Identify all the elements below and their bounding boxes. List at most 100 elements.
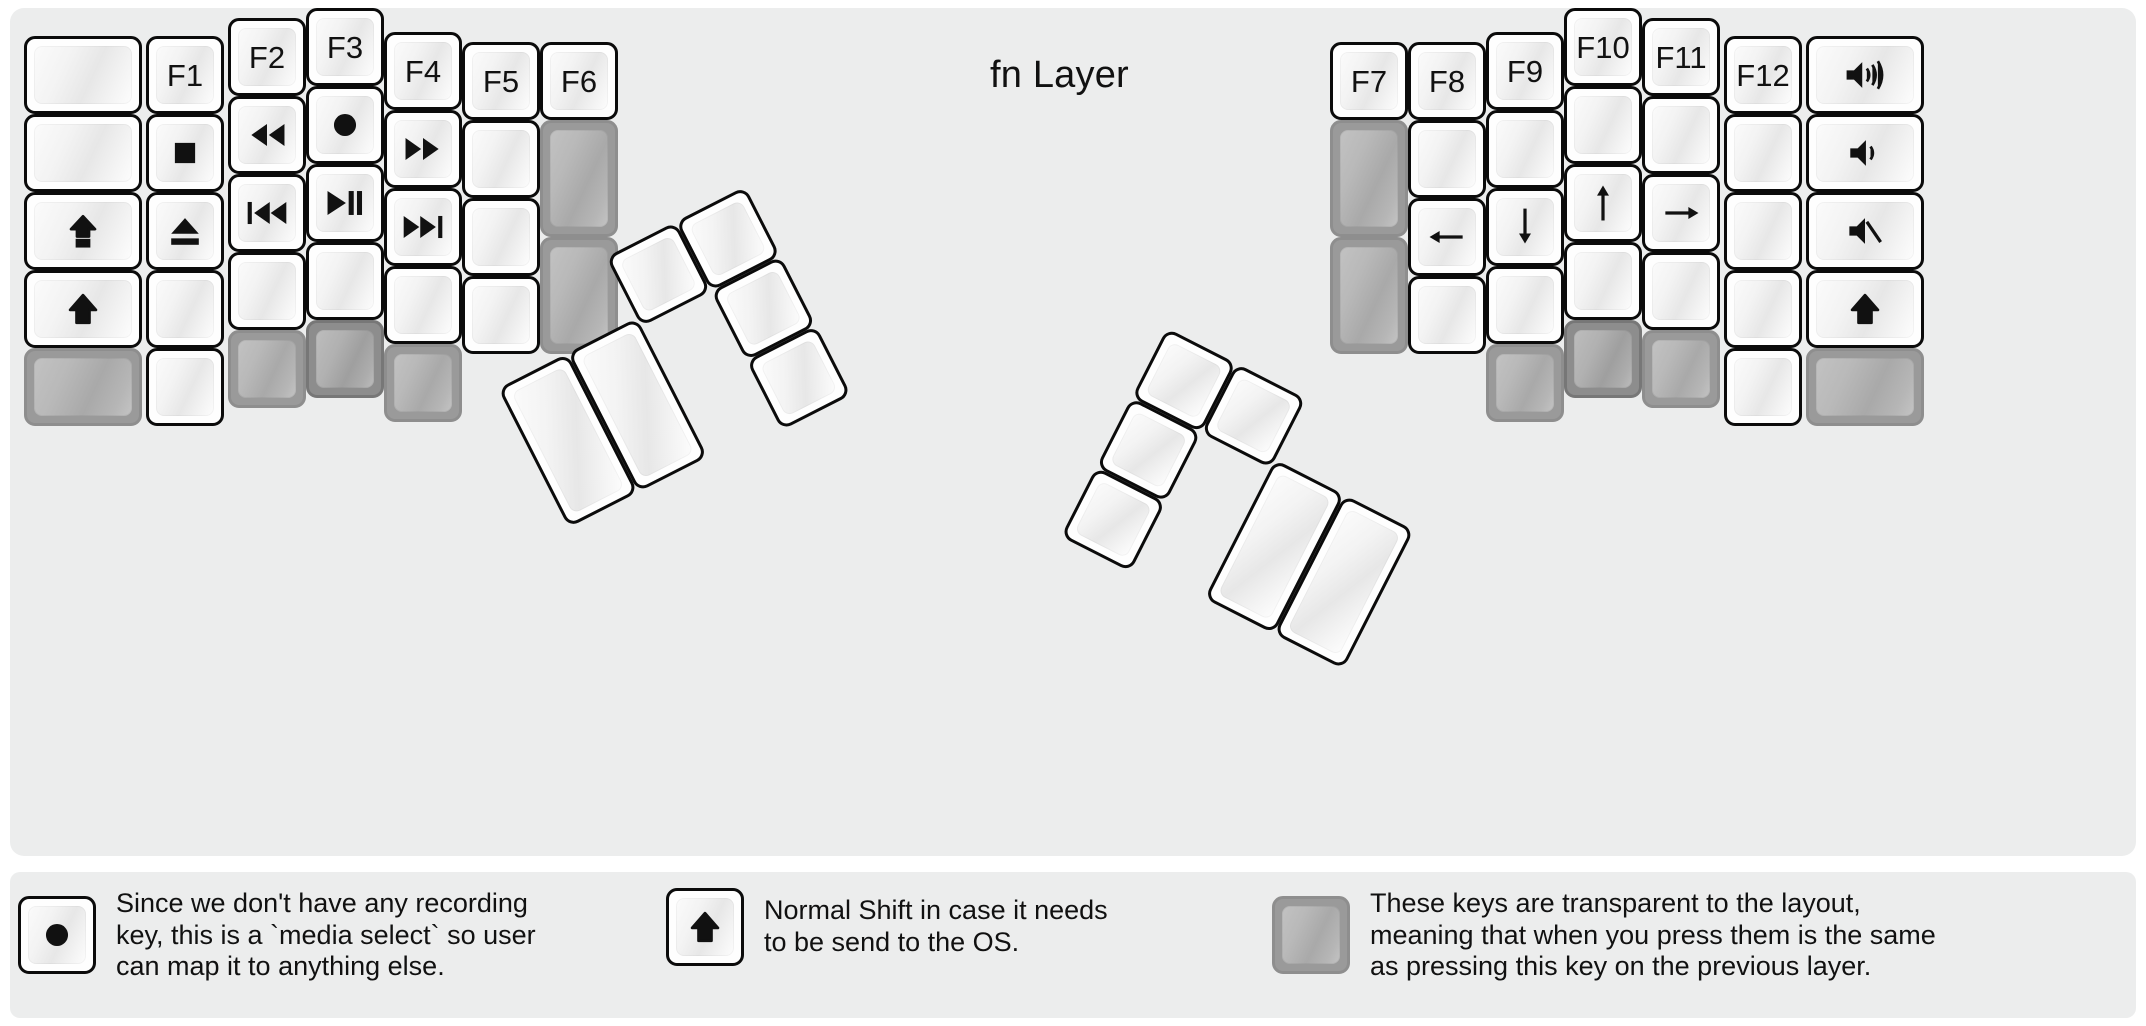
left-col-index-5[interactable] bbox=[384, 344, 462, 422]
right-col-middle-r-2[interactable] bbox=[1564, 86, 1642, 164]
right-col-pinky-r-2[interactable] bbox=[1724, 114, 1802, 192]
key-cap bbox=[1282, 906, 1340, 965]
left-col-index-4[interactable] bbox=[384, 266, 462, 344]
left-col-inner1-3[interactable] bbox=[462, 198, 540, 276]
key-legend: F1 bbox=[166, 57, 204, 93]
right-col-index-r-1[interactable]: F9 bbox=[1486, 32, 1564, 110]
right-col-ring-r-1[interactable]: F11 bbox=[1642, 18, 1720, 96]
right-col-middle-r-3[interactable] bbox=[1564, 164, 1642, 242]
key-legend: F11 bbox=[1655, 39, 1707, 75]
left-col-pinky-outer-4[interactable] bbox=[24, 270, 142, 348]
left-col-inner2-1[interactable]: F6 bbox=[540, 42, 618, 120]
key-legend bbox=[231, 333, 303, 405]
key-cap bbox=[156, 358, 214, 416]
key-legend bbox=[1727, 351, 1799, 423]
right-col-pinky-outer-r-5[interactable] bbox=[1806, 348, 1924, 426]
key-cap bbox=[550, 130, 608, 227]
key-cap bbox=[1816, 46, 1914, 104]
media-rewind-icon bbox=[231, 99, 303, 171]
left-col-pinky-1[interactable]: F1 bbox=[146, 36, 224, 114]
key-legend bbox=[1809, 351, 1921, 423]
right-col-middle-r-4[interactable] bbox=[1564, 242, 1642, 320]
right-col-inner1-r-3[interactable] bbox=[1408, 198, 1486, 276]
left-col-middle-2[interactable] bbox=[306, 86, 384, 164]
right-col-inner2-r-1[interactable]: F7 bbox=[1330, 42, 1408, 120]
right-col-pinky-r-5[interactable] bbox=[1724, 348, 1802, 426]
key-cap bbox=[316, 330, 374, 388]
right-col-middle-r-5[interactable] bbox=[1564, 320, 1642, 398]
right-col-pinky-r-4[interactable] bbox=[1724, 270, 1802, 348]
right-col-pinky-outer-r-1[interactable] bbox=[1806, 36, 1924, 114]
left-col-index-1[interactable]: F4 bbox=[384, 32, 462, 110]
right-col-index-r-3[interactable] bbox=[1486, 188, 1564, 266]
right-col-pinky-r-3[interactable] bbox=[1724, 192, 1802, 270]
key-cap bbox=[238, 340, 296, 398]
shift-arrow-icon bbox=[669, 891, 741, 963]
right-col-inner2-r-3[interactable] bbox=[1330, 237, 1408, 354]
key-legend: F2 bbox=[248, 39, 286, 75]
right-col-ring-r-5[interactable] bbox=[1642, 330, 1720, 408]
right-col-pinky-r-1[interactable]: F12 bbox=[1724, 36, 1802, 114]
key-cap bbox=[1418, 286, 1476, 344]
left-col-pinky-outer-3[interactable] bbox=[24, 192, 142, 270]
legend-item-3: These keys are transparent to the layout… bbox=[1272, 888, 1936, 983]
left-col-inner1-1[interactable]: F5 bbox=[462, 42, 540, 120]
right-col-index-r-5[interactable] bbox=[1486, 344, 1564, 422]
legend-text-3: These keys are transparent to the layout… bbox=[1370, 888, 1936, 982]
right-col-ring-r-3[interactable] bbox=[1642, 174, 1720, 252]
left-col-inner1-4[interactable] bbox=[462, 276, 540, 354]
key-legend bbox=[1727, 273, 1799, 345]
key-cap bbox=[238, 262, 296, 320]
right-col-pinky-outer-r-4[interactable] bbox=[1806, 270, 1924, 348]
key-legend bbox=[1645, 333, 1717, 405]
key-legend bbox=[1489, 347, 1561, 419]
right-col-pinky-outer-r-2[interactable] bbox=[1806, 114, 1924, 192]
right-col-index-r-4[interactable] bbox=[1486, 266, 1564, 344]
legend-key-3[interactable] bbox=[1272, 896, 1350, 975]
left-col-pinky-4[interactable] bbox=[146, 270, 224, 348]
left-col-pinky-3[interactable] bbox=[146, 192, 224, 270]
left-col-index-3[interactable] bbox=[384, 188, 462, 266]
right-col-ring-r-4[interactable] bbox=[1642, 252, 1720, 330]
left-col-index-2[interactable] bbox=[384, 110, 462, 188]
right-col-pinky-outer-r-3[interactable] bbox=[1806, 192, 1924, 270]
left-col-middle-1[interactable]: F3 bbox=[306, 8, 384, 86]
key-legend: F4 bbox=[404, 53, 442, 89]
legend-text-2: Normal Shift in case it needs to be send… bbox=[764, 895, 1108, 957]
right-col-middle-r-1[interactable]: F10 bbox=[1564, 8, 1642, 86]
key-legend bbox=[27, 351, 139, 423]
media-record-icon bbox=[309, 89, 381, 161]
right-col-index-r-2[interactable] bbox=[1486, 110, 1564, 188]
left-col-inner2-2[interactable] bbox=[540, 120, 618, 237]
right-col-ring-r-2[interactable] bbox=[1642, 96, 1720, 174]
left-col-inner2-3[interactable] bbox=[540, 237, 618, 354]
right-col-inner1-r-4[interactable] bbox=[1408, 276, 1486, 354]
left-col-inner1-2[interactable] bbox=[462, 120, 540, 198]
left-col-pinky-outer-1[interactable] bbox=[24, 36, 142, 114]
left-col-middle-3[interactable] bbox=[306, 164, 384, 242]
volume-up-icon bbox=[1809, 39, 1921, 111]
arrow-down-icon bbox=[1489, 191, 1561, 263]
right-col-inner1-r-2[interactable] bbox=[1408, 120, 1486, 198]
right-col-inner1-r-1[interactable]: F8 bbox=[1408, 42, 1486, 120]
left-col-ring-1[interactable]: F2 bbox=[228, 18, 306, 96]
key-legend bbox=[1567, 245, 1639, 317]
key-cap bbox=[1496, 120, 1554, 178]
left-col-ring-2[interactable] bbox=[228, 96, 306, 174]
volume-down-icon bbox=[1809, 117, 1921, 189]
left-col-pinky-outer-2[interactable] bbox=[24, 114, 142, 192]
left-col-pinky-outer-5[interactable] bbox=[24, 348, 142, 426]
left-col-ring-3[interactable] bbox=[228, 174, 306, 252]
key-cap bbox=[1574, 330, 1632, 388]
left-col-ring-4[interactable] bbox=[228, 252, 306, 330]
key-legend: F5 bbox=[482, 63, 520, 99]
left-col-ring-5[interactable] bbox=[228, 330, 306, 408]
left-col-pinky-5[interactable] bbox=[146, 348, 224, 426]
left-col-pinky-2[interactable] bbox=[146, 114, 224, 192]
left-col-middle-4[interactable] bbox=[306, 242, 384, 320]
legend-key-2[interactable] bbox=[666, 888, 744, 966]
right-col-inner2-r-2[interactable] bbox=[1330, 120, 1408, 237]
legend-key-1[interactable] bbox=[18, 896, 96, 975]
left-col-middle-5[interactable] bbox=[306, 320, 384, 398]
key-cap bbox=[1496, 42, 1554, 100]
